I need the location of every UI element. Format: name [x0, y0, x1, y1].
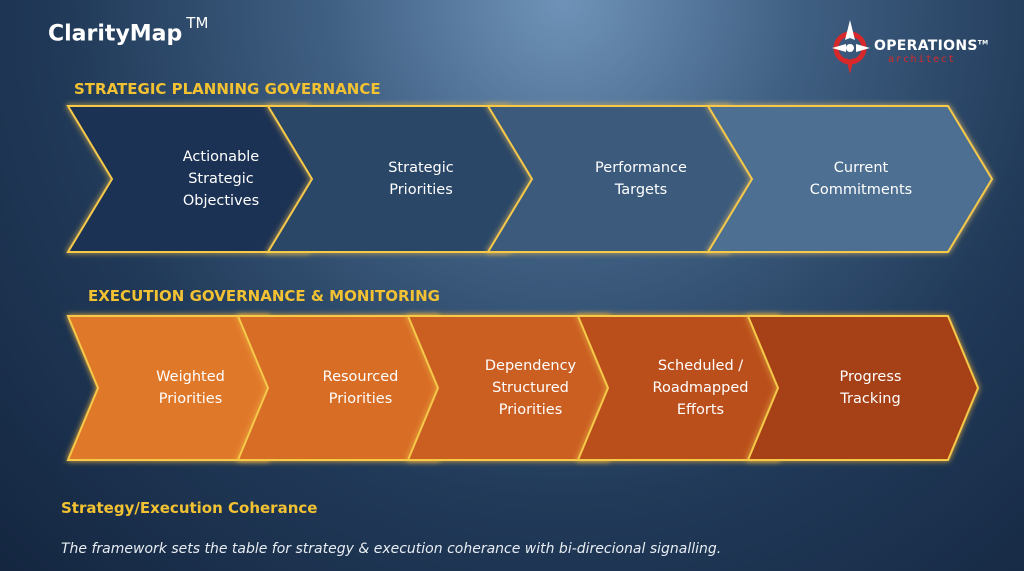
- strategic-heading: STRATEGIC PLANNING GOVERNANCE: [74, 80, 381, 98]
- execution-step-label: Resourced Priorities: [322, 369, 399, 407]
- operations-architect-logo: OPERATIONSTM architect: [826, 18, 996, 74]
- strategic-step-label: Current Commitments: [809, 160, 913, 198]
- logo-trademark: TM: [977, 39, 989, 47]
- logo-name-text: OPERATIONS: [874, 38, 978, 54]
- execution-step-label: Progress Tracking: [839, 369, 902, 407]
- logo-subtitle: architect: [888, 54, 956, 65]
- strategic-step-label: Performance Targets: [595, 160, 687, 198]
- footer-heading: Strategy/Execution Coherance: [61, 499, 318, 517]
- logo-name: OPERATIONSTM: [874, 38, 988, 54]
- strategic-chevron-4: [706, 105, 994, 253]
- execution-step-label: Weighted Priorities: [156, 369, 225, 407]
- compass-icon: [832, 20, 870, 74]
- strategic-step-label: Strategic Priorities: [388, 160, 454, 198]
- app-name: ClarityMap: [48, 21, 183, 47]
- strategic-step-label: Actionable Strategic Objectives: [182, 149, 260, 209]
- execution-step-label: Scheduled / Roadmapped Efforts: [652, 358, 749, 418]
- execution-chevrons: [66, 315, 980, 461]
- execution-heading: EXECUTION GOVERNANCE & MONITORING: [88, 287, 440, 305]
- footer-description: The framework sets the table for strateg…: [61, 541, 722, 557]
- trademark-mark: TM: [186, 14, 209, 32]
- strategic-chevrons: [66, 105, 994, 253]
- execution-chevron-5: [746, 315, 980, 461]
- execution-step-label: Dependency Structured Priorities: [484, 358, 577, 418]
